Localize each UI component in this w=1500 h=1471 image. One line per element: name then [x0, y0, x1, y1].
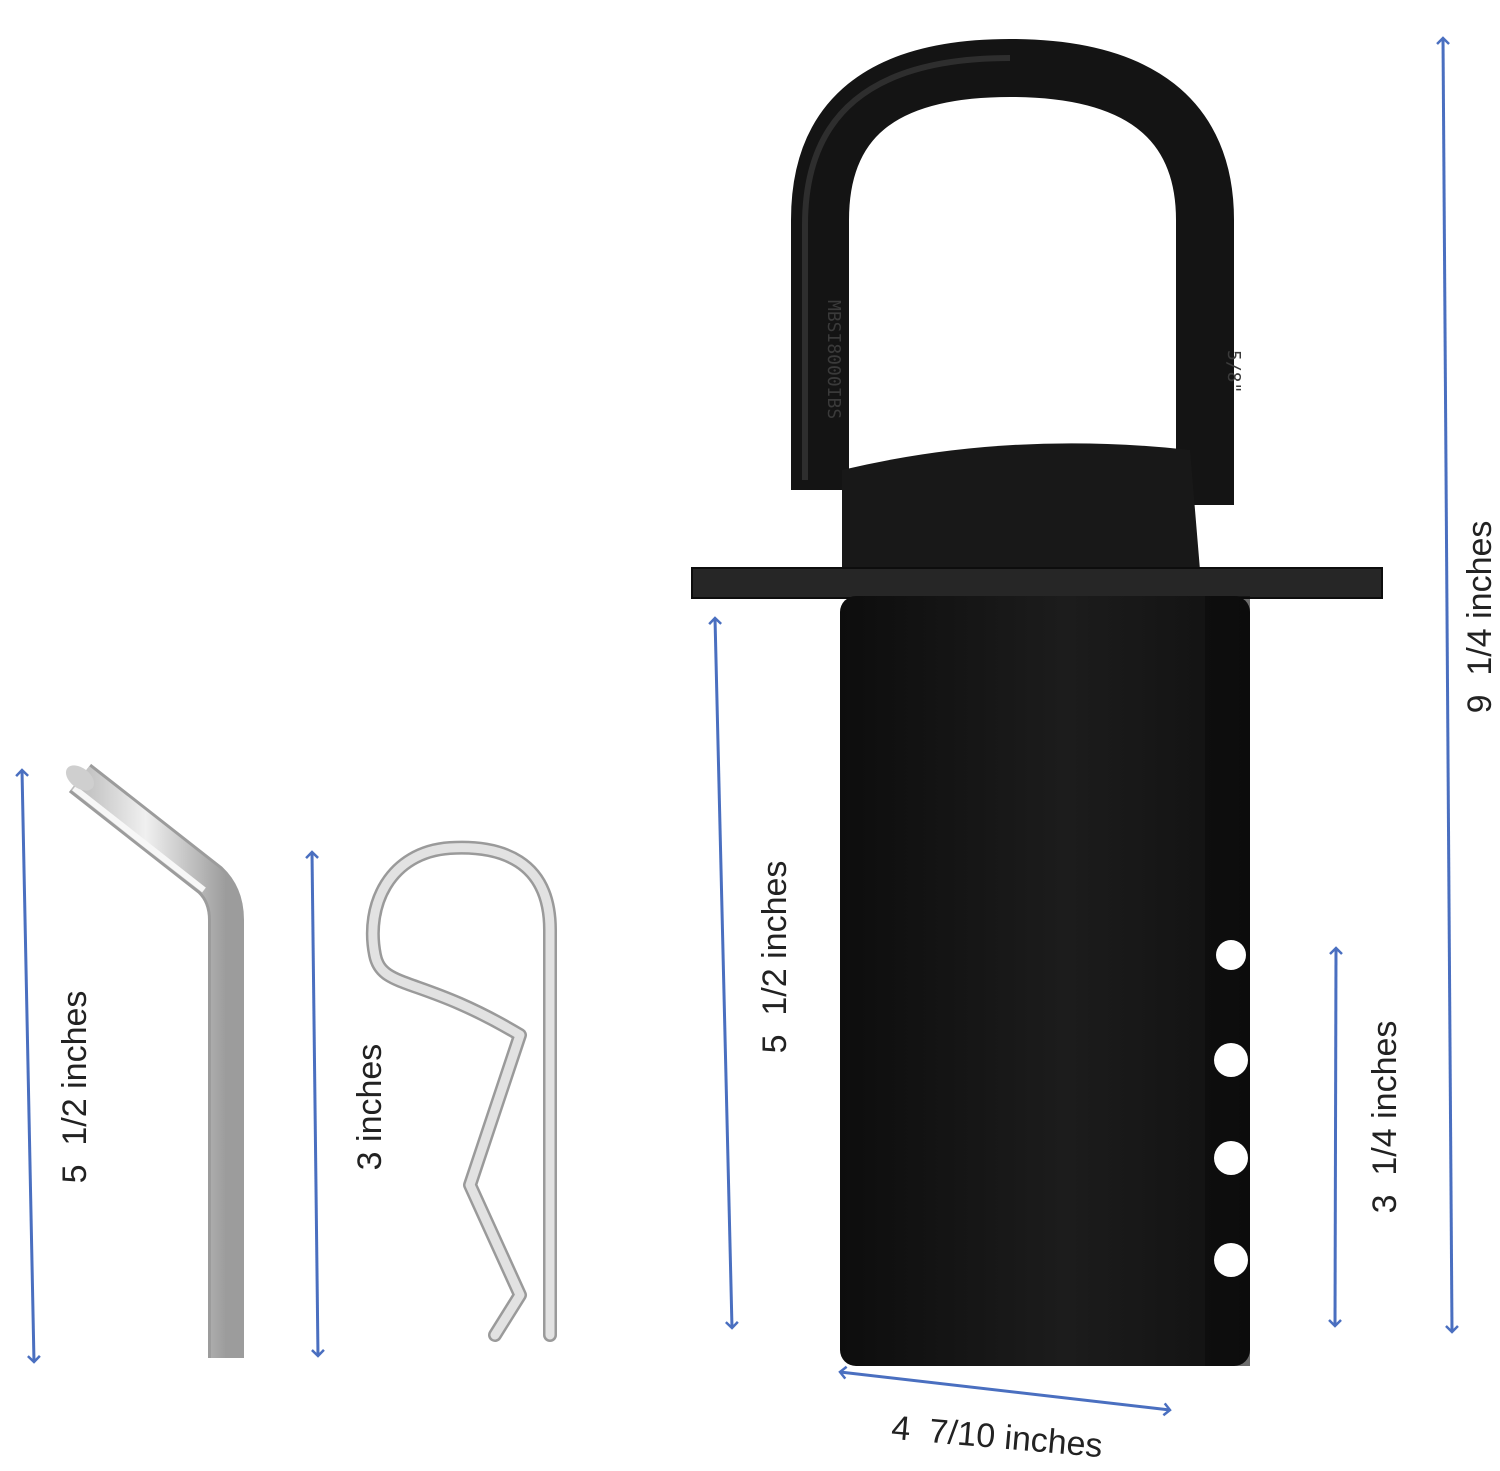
mounting-plate: [691, 567, 1383, 599]
hole-span-arrow: [1328, 946, 1343, 1328]
tube-hole: [1214, 1043, 1248, 1077]
ring-bracket: [842, 443, 1200, 570]
plate-width-arrow: [838, 1365, 1172, 1417]
clip-length-label: 3 inches: [351, 1043, 389, 1171]
tube-hole: [1214, 1243, 1248, 1277]
tube-hole: [1214, 1141, 1248, 1175]
hairpin-clip: [365, 840, 557, 1342]
total-height-arrow: [1436, 36, 1459, 1334]
tube-hole: [1216, 940, 1246, 970]
ring-marking-left: MBSI8000IBS: [823, 300, 844, 419]
tube-length-label: 5 1/2 inches: [756, 860, 794, 1054]
total-height-label: 9 1/4 inches: [1461, 520, 1499, 714]
receiver-tube: [840, 596, 1250, 1366]
ring-marking-right: 5/8": [1223, 350, 1244, 393]
hitch-pin: [65, 763, 244, 1358]
d-ring: MBSI8000IBS 5/8": [791, 38, 1244, 505]
tube-length-arrow: [708, 616, 739, 1330]
hole-span-label: 3 1/4 inches: [1366, 1020, 1404, 1214]
pin-length-arrow: [15, 768, 41, 1364]
pin-length-label: 5 1/2 inches: [56, 990, 94, 1184]
clip-length-arrow: [305, 850, 325, 1358]
